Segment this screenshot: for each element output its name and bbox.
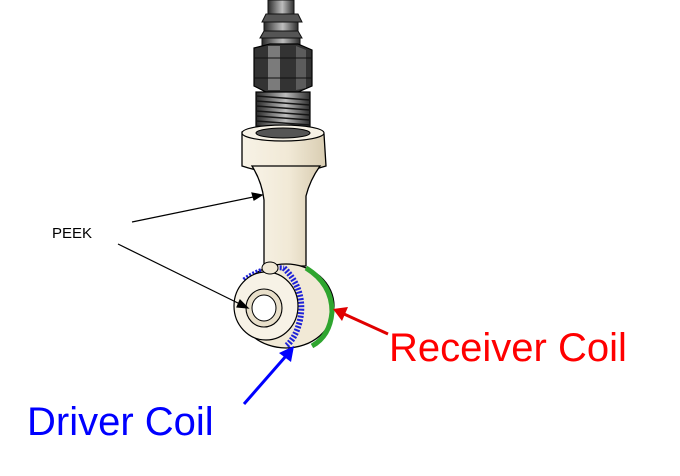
receiver-coil-arrow bbox=[333, 307, 389, 336]
receiver-coil-label: Receiver Coil bbox=[389, 326, 627, 370]
driver-coil-arrow bbox=[242, 346, 294, 405]
connector-tip bbox=[259, 0, 303, 47]
driver-coil-label: Driver Coil bbox=[27, 400, 214, 444]
hex-nut bbox=[253, 43, 313, 93]
peek-stem bbox=[250, 165, 322, 267]
peek-label: PEEK bbox=[52, 225, 93, 242]
peek-leader-lines bbox=[117, 192, 264, 309]
coil-head bbox=[233, 261, 335, 349]
peek-flange bbox=[241, 124, 327, 174]
